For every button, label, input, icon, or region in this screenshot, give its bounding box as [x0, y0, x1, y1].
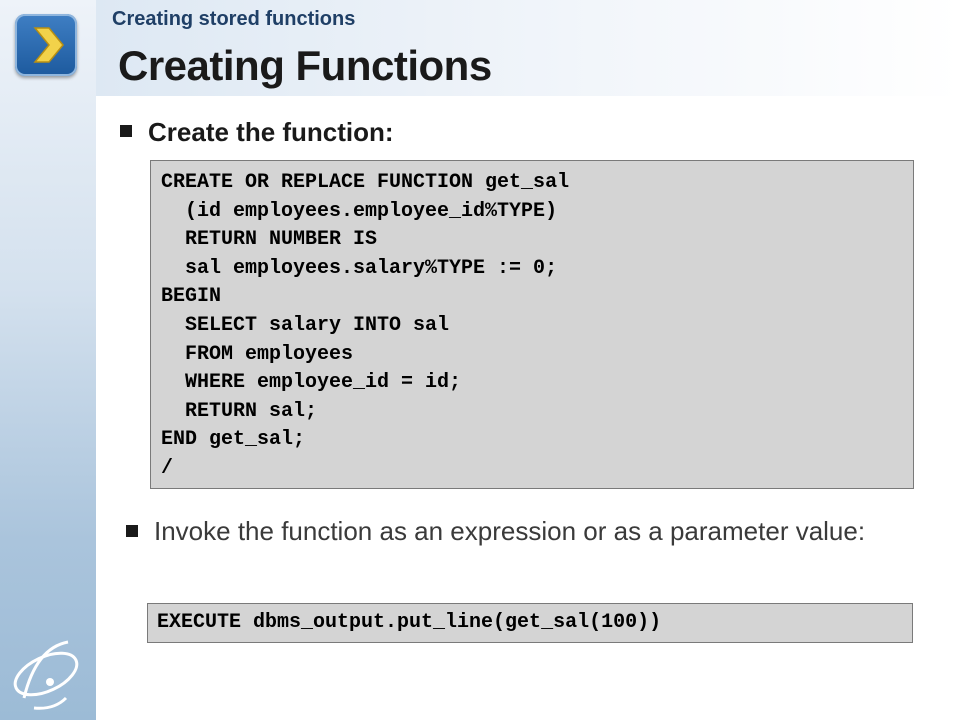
bullet-create-function: Create the function:	[120, 117, 394, 148]
code-line: sal employees.salary%TYPE := 0;	[161, 256, 558, 280]
code-line: (id employees.employee_id%TYPE)	[161, 199, 558, 223]
bullet-invoke-function: Invoke the function as an expression or …	[126, 515, 906, 548]
code-line: END get_sal;	[161, 428, 306, 452]
code-line: RETURN NUMBER IS	[161, 228, 378, 252]
left-sidebar-band	[0, 0, 96, 720]
orbit-logo-icon	[13, 640, 79, 710]
slide-title: Creating Functions	[118, 42, 492, 89]
slide-subtitle: Creating stored functions	[112, 8, 356, 30]
code-line: RETURN sal;	[161, 399, 318, 423]
code-line: /	[161, 456, 174, 480]
header-band	[96, 0, 960, 96]
code-line: BEGIN	[161, 285, 222, 309]
code-block-create-function: CREATE OR REPLACE FUNCTION get_sal (id e…	[150, 160, 914, 489]
code-line: WHERE employee_id = id;	[161, 371, 462, 395]
square-bullet-icon	[120, 125, 132, 137]
code-line: CREATE OR REPLACE FUNCTION get_sal	[161, 171, 570, 194]
code-line: FROM employees	[161, 342, 354, 366]
bullet-text: Invoke the function as an expression or …	[154, 516, 866, 546]
bullet-text: Create the function:	[148, 117, 394, 147]
square-bullet-icon	[126, 525, 138, 537]
chevron-right-icon	[15, 14, 77, 76]
code-block-execute: EXECUTE dbms_output.put_line(get_sal(100…	[147, 603, 913, 643]
code-line: SELECT salary INTO sal	[161, 313, 450, 337]
